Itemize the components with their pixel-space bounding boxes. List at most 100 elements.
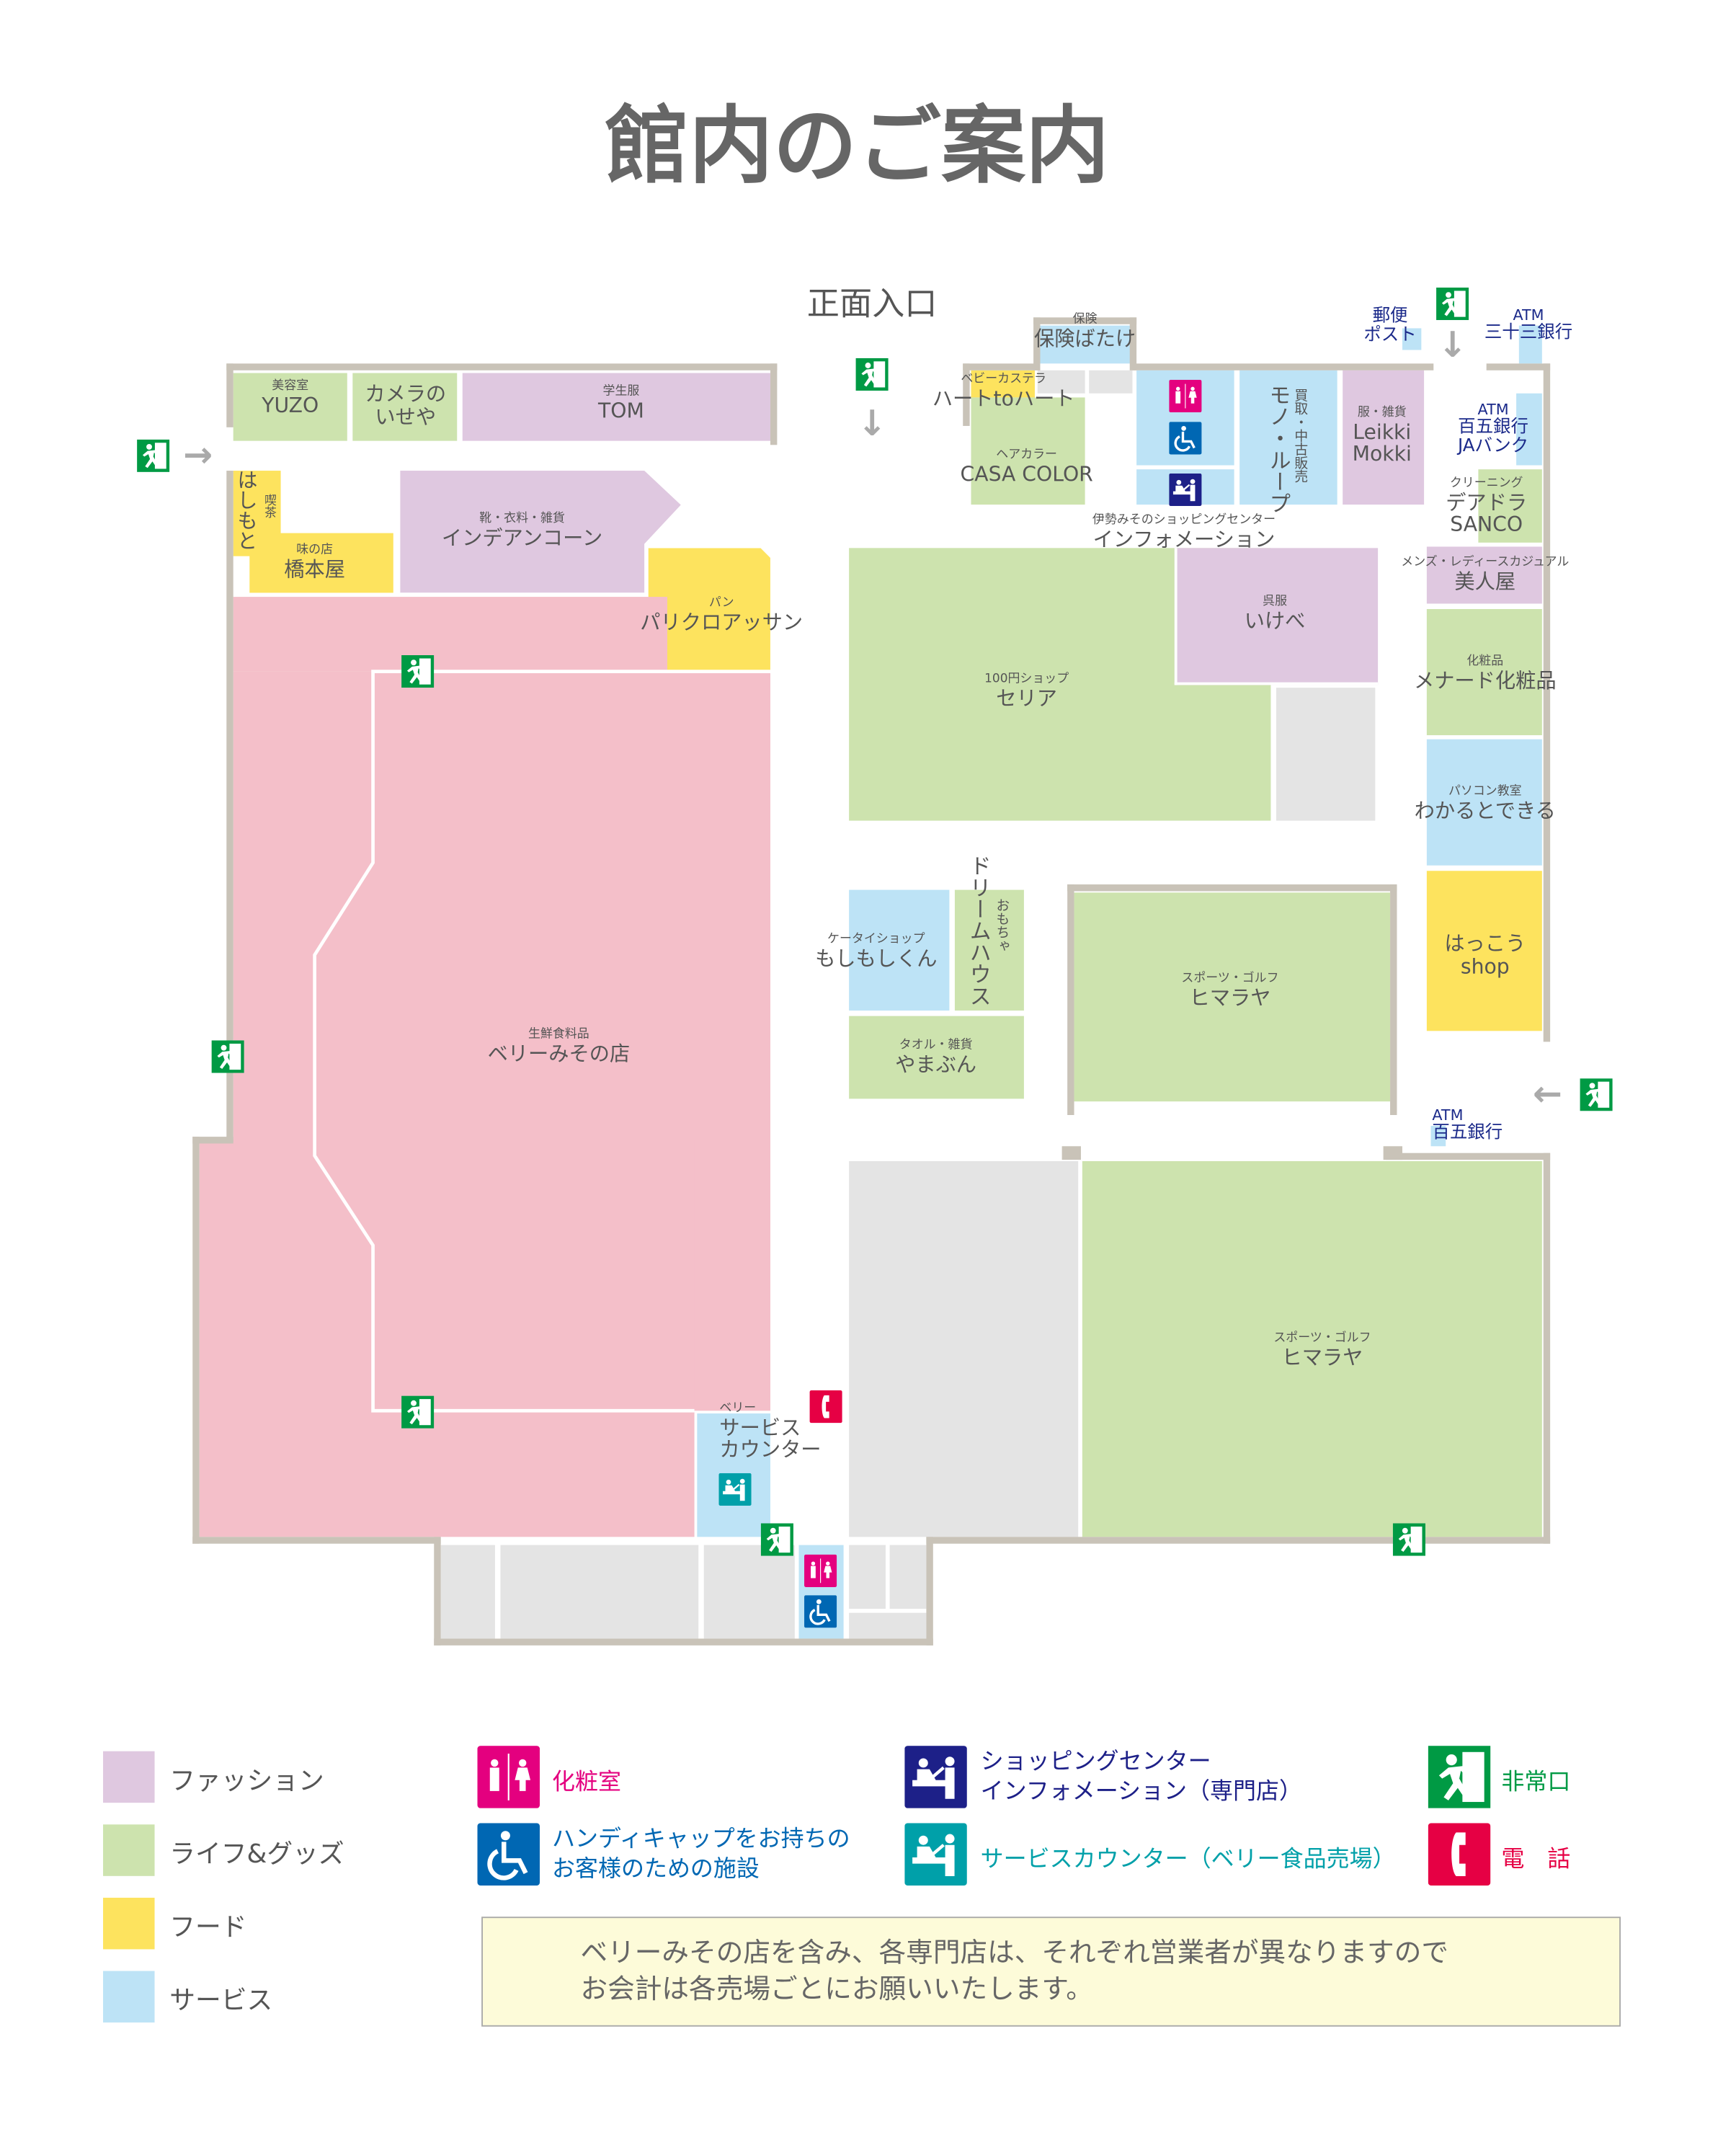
- store-hoken-batake[interactable]: [1038, 325, 1133, 364]
- page-title: 館内のご案内: [605, 96, 1110, 195]
- store-berry-bottom[interactable]: [199, 1139, 695, 1537]
- notice-line: お会計は各売場ごとにお願いいたします。: [580, 1972, 1093, 2005]
- category: ケータイショップ: [827, 933, 925, 947]
- category: 呉服: [1263, 595, 1288, 609]
- store-leikki-mokki[interactable]: [1343, 370, 1425, 505]
- wall: [770, 363, 778, 445]
- room-vacant: [849, 1545, 886, 1609]
- label-moshimoshi: ケータイショップもしもしくん: [815, 933, 937, 970]
- store-himalaya-2[interactable]: [1082, 1160, 1542, 1537]
- wall: [963, 363, 1041, 370]
- label-indian-corn: 靴・衣料・雑貨インデアンコーン: [442, 512, 602, 550]
- legend-info: ショッピングセンターインフォメーション（専門店）: [981, 1747, 1302, 1807]
- entrance-arrow-down-icon: ↓: [857, 404, 887, 445]
- store-name: Leikki: [1353, 419, 1412, 445]
- wall: [1543, 363, 1551, 1042]
- store-yuzo[interactable]: [233, 373, 347, 441]
- category: タオル・雑貨: [899, 1039, 973, 1053]
- store-yamabun[interactable]: [849, 1016, 1024, 1099]
- store-casa-color[interactable]: [971, 397, 1085, 505]
- room-vacant: [703, 1545, 795, 1639]
- category: ATM: [1477, 401, 1509, 419]
- room-vacant: [889, 1545, 927, 1609]
- legend-fashion: ファッション: [169, 1766, 324, 1796]
- atm-105-bank[interactable]: [1430, 1126, 1446, 1147]
- store-moshimoshi[interactable]: [849, 889, 950, 1011]
- store-indian-corn[interactable]: [400, 471, 681, 593]
- store-name: やまぶん: [895, 1052, 977, 1077]
- store-name: セリア: [996, 685, 1058, 711]
- room-vacant: [849, 1160, 1079, 1537]
- wall: [926, 1537, 933, 1646]
- label-hoken: 保険保険ばたけ: [1034, 314, 1136, 350]
- legend-swatch-life: [103, 1824, 155, 1876]
- wall: [434, 1638, 933, 1646]
- restroom-icon: [1169, 379, 1202, 413]
- store-sanco[interactable]: [1478, 469, 1542, 543]
- label-hashimoto-cat: 喫茶: [262, 494, 276, 518]
- store-hakko-shop[interactable]: [1426, 871, 1542, 1031]
- category: 100円ショップ: [984, 672, 1069, 686]
- wall: [1486, 363, 1551, 370]
- category: ベリー: [719, 1402, 757, 1416]
- label-dream-cat: おもちゃ: [992, 897, 1008, 953]
- wall: [1129, 317, 1137, 370]
- store-name: わかるとできる: [1414, 798, 1556, 823]
- store-dream-house[interactable]: [954, 889, 1024, 1011]
- category: ATM: [1432, 1106, 1464, 1124]
- label-hashimotoya: 味の店橋本屋: [284, 544, 345, 581]
- wheelchair-icon: [477, 1823, 540, 1886]
- wall: [1383, 1146, 1402, 1160]
- emergency-exit-icon: [401, 1395, 435, 1429]
- entrance-arrow-down-icon: ↓: [1438, 325, 1468, 367]
- wall: [1386, 1153, 1551, 1160]
- main-entrance-label: 正面入口: [806, 284, 938, 323]
- store-mono-loop[interactable]: [1239, 370, 1337, 505]
- wall: [192, 1537, 441, 1544]
- store-bijinya[interactable]: [1426, 546, 1542, 604]
- post-name: 郵便: [1372, 306, 1408, 327]
- category: ベビーカステラ: [961, 373, 1046, 387]
- store-menard[interactable]: [1426, 609, 1542, 736]
- store-hashimotoya[interactable]: [249, 533, 393, 593]
- label-bijinya: メンズ・レディースカジュアル美人屋: [1401, 556, 1570, 593]
- store-wakaru[interactable]: [1426, 739, 1542, 866]
- restroom-icon: [477, 1746, 540, 1808]
- wall: [1033, 317, 1137, 324]
- store-iseya[interactable]: [352, 373, 458, 441]
- legend-accessible-line: ハンディキャップをお持ちの: [551, 1826, 850, 1853]
- wall: [1033, 317, 1041, 370]
- emergency-exit-icon: [855, 358, 889, 391]
- emergency-exit-icon: [137, 439, 170, 472]
- bank-name: 百五銀行: [1432, 1123, 1503, 1144]
- store-tom[interactable]: [462, 373, 770, 441]
- wall: [1390, 884, 1397, 1116]
- atm-33-bank[interactable]: [1518, 325, 1542, 364]
- store-name: メナード化粧品: [1413, 668, 1557, 693]
- store-name: Mokki: [1352, 442, 1412, 467]
- store-ikebe[interactable]: [1174, 548, 1379, 685]
- emergency-exit-icon: [211, 1040, 244, 1073]
- atm-ja-bank[interactable]: [1516, 393, 1542, 466]
- entrance-arrow-left-icon: ←: [1532, 1074, 1562, 1116]
- wall: [226, 363, 233, 427]
- post-name: ポスト: [1363, 325, 1417, 346]
- store-pari-croissant[interactable]: [648, 548, 770, 672]
- store-berry-top[interactable]: [233, 597, 667, 672]
- category: 保険: [1072, 313, 1098, 327]
- label-information: 伊勢みそのショッピングセンターインフォメーション: [1092, 514, 1276, 551]
- store-himalaya-1[interactable]: [1074, 892, 1391, 1102]
- room-vacant: [849, 1612, 927, 1639]
- store-name: いけべ: [1244, 608, 1306, 634]
- store-name: カウンター: [719, 1437, 822, 1462]
- label-berry: 生鮮食料品ベリーみその店: [488, 1028, 631, 1065]
- category: スポーツ・ゴルフ: [1273, 1331, 1371, 1346]
- category: メンズ・レディースカジュアル: [1401, 556, 1570, 570]
- room-vacant: [500, 1545, 699, 1639]
- store-heart-to-heart[interactable]: [971, 370, 1035, 398]
- room-vacant: [1089, 370, 1133, 394]
- bank-name: JAバンク: [1458, 437, 1529, 458]
